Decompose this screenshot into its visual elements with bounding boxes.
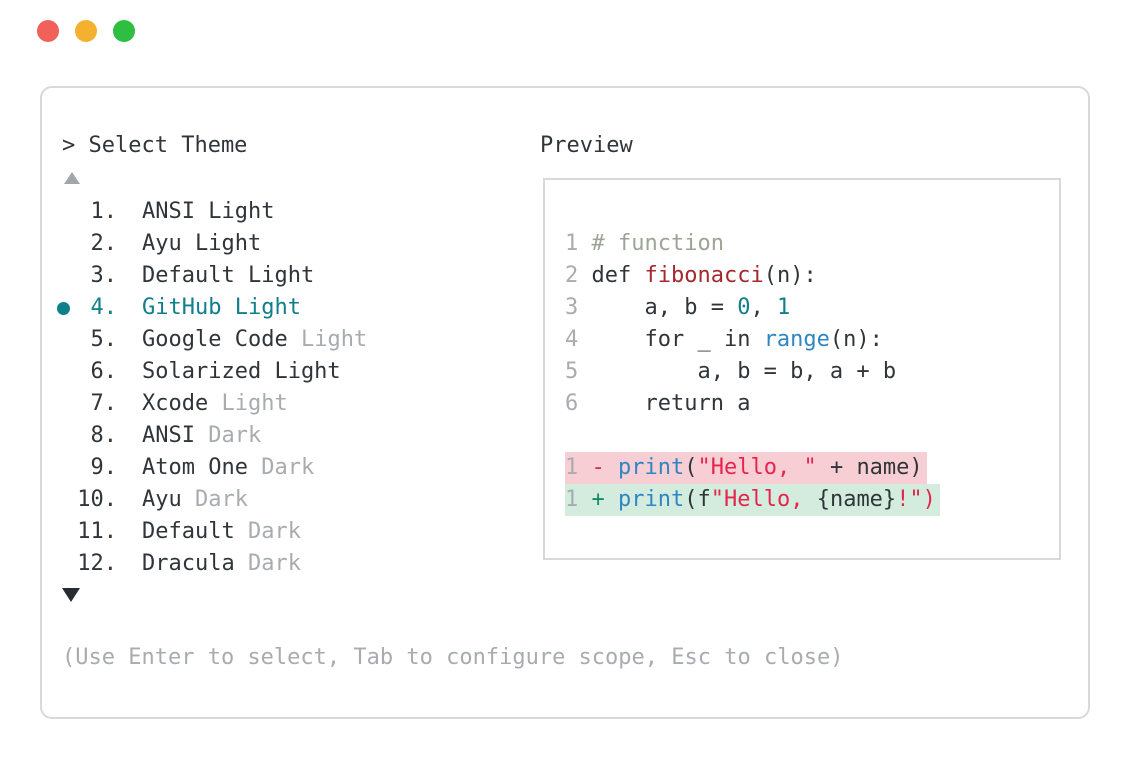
minimize-window-icon[interactable]	[75, 20, 97, 42]
code-token-fg: a, b = b, a + b	[591, 359, 897, 384]
theme-number: 11.	[77, 519, 117, 544]
line-number: 2	[565, 263, 579, 288]
line-number: 4	[565, 327, 579, 352]
theme-list-item[interactable]: 3. Default Light	[42, 260, 522, 292]
line-number: 6	[565, 391, 579, 416]
theme-label: Xcode Light	[142, 391, 288, 416]
code-token-numlit: 1	[776, 295, 791, 320]
theme-label: Default Light	[142, 263, 315, 288]
theme-label-suffix: Dark	[208, 423, 262, 448]
theme-list-item[interactable]: 7. Xcode Light	[42, 388, 522, 420]
code-token-fg: ,	[750, 295, 777, 320]
theme-number: 2.	[90, 231, 118, 256]
code-token-comment: # function	[591, 231, 724, 256]
code-token-fg: (f	[684, 487, 711, 512]
theme-label-suffix: Dark	[194, 487, 248, 512]
code-token-fg: + name)	[816, 455, 923, 480]
code-token-fg: (	[684, 455, 698, 480]
scroll-down-icon[interactable]	[62, 588, 80, 602]
code-token-str: !")	[896, 487, 936, 512]
theme-number: 9.	[90, 455, 118, 480]
close-window-icon[interactable]	[37, 20, 59, 42]
zoom-window-icon[interactable]	[113, 20, 135, 42]
theme-label: Dracula Dark	[142, 551, 301, 576]
theme-label: GitHub Light	[142, 295, 301, 320]
theme-list-item[interactable]: 2. Ayu Light	[42, 228, 522, 260]
theme-number: 8.	[90, 423, 118, 448]
code-token-builtin: print	[618, 455, 685, 480]
code-token-func: fibonacci	[644, 263, 764, 288]
theme-list-item[interactable]: 9. Atom One Dark	[42, 452, 522, 484]
code-token-fg: {name}	[816, 487, 897, 512]
code-line: 3 a, b = 0, 1	[565, 292, 1059, 324]
code-token-add: +	[591, 487, 618, 512]
theme-label-suffix: Dark	[247, 519, 301, 544]
code-line	[565, 420, 1059, 452]
theme-label-suffix: Light	[221, 391, 288, 416]
code-line: 6 return a	[565, 388, 1059, 420]
theme-list-item[interactable]: 12. Dracula Dark	[42, 548, 522, 580]
line-number: 1	[565, 231, 579, 256]
code-token-fg: for _ in	[591, 327, 764, 352]
keyboard-hints: (Use Enter to select, Tab to configure s…	[62, 645, 844, 670]
line-number: 3	[565, 295, 579, 320]
theme-list-item[interactable]: 6. Solarized Light	[42, 356, 522, 388]
code-token-str: "Hello,	[710, 487, 817, 512]
theme-list-item[interactable]: 8. ANSI Dark	[42, 420, 522, 452]
code-token-fg: def	[591, 263, 645, 288]
theme-number: 12.	[77, 551, 117, 576]
code-token-builtin: range	[763, 327, 830, 352]
window-traffic-lights	[37, 20, 135, 42]
theme-list-item[interactable]: 11. Default Dark	[42, 516, 522, 548]
code-line: 5 a, b = b, a + b	[565, 356, 1059, 388]
theme-picker-window: > Select Theme Preview 1. ANSI Light 2. Ayu…	[40, 86, 1090, 719]
code-token-fg: (n):	[763, 263, 817, 288]
theme-label: Default Dark	[142, 519, 301, 544]
diff-code-line: 1 - print("Hello, " + name)	[565, 452, 1059, 484]
theme-list-item[interactable]: 1. ANSI Light	[42, 196, 522, 228]
code-token-fg: (n):	[829, 327, 883, 352]
theme-label: Atom One Dark	[142, 455, 315, 480]
theme-number: 1.	[90, 199, 118, 224]
theme-label: Ayu Light	[142, 231, 262, 256]
theme-number: 3.	[90, 263, 118, 288]
theme-number: 4.	[90, 295, 118, 320]
picker-title: > Select Theme	[62, 133, 248, 158]
line-number: 5	[565, 359, 579, 384]
theme-label: ANSI Light	[142, 199, 275, 224]
line-number: 1	[565, 487, 579, 512]
theme-label-suffix: Dark	[247, 551, 301, 576]
theme-number: 7.	[90, 391, 118, 416]
code-token-fg: return a	[591, 391, 751, 416]
theme-label: Google Code Light	[142, 327, 368, 352]
theme-number: 10.	[77, 487, 117, 512]
theme-list-item[interactable]: 4. GitHub Light	[42, 292, 522, 324]
code-line: 4 for _ in range(n):	[565, 324, 1059, 356]
code-line: 1 # function	[565, 228, 1059, 260]
code-token-builtin: print	[618, 487, 685, 512]
code-line: 2 def fibonacci(n):	[565, 260, 1059, 292]
code-token-str: "Hello, "	[697, 455, 817, 480]
theme-label-suffix: Light	[300, 327, 368, 352]
preview-pane-title: Preview	[540, 133, 633, 158]
theme-label: Solarized Light	[142, 359, 341, 384]
code-token-fg: a, b =	[591, 295, 738, 320]
theme-list-item[interactable]: 5. Google Code Light	[42, 324, 522, 356]
selected-bullet-icon	[57, 301, 70, 315]
scroll-up-icon[interactable]	[64, 172, 80, 184]
theme-list: 1. ANSI Light 2. Ayu Light 3. Default Light 4.…	[42, 196, 522, 580]
code-token-numlit: 0	[737, 295, 751, 320]
theme-list-item[interactable]: 10. Ayu Dark	[42, 484, 522, 516]
code-token-del: -	[591, 455, 618, 480]
diff-code-line: 1 + print(f"Hello, {name}!")	[565, 484, 1059, 516]
selected-bullet-icon	[57, 301, 77, 315]
theme-label: Ayu Dark	[142, 487, 248, 512]
theme-label: ANSI Dark	[142, 423, 262, 448]
theme-label-suffix: Dark	[261, 455, 315, 480]
theme-number: 6.	[90, 359, 118, 384]
line-number: 1	[565, 455, 579, 480]
theme-number: 5.	[90, 327, 118, 352]
